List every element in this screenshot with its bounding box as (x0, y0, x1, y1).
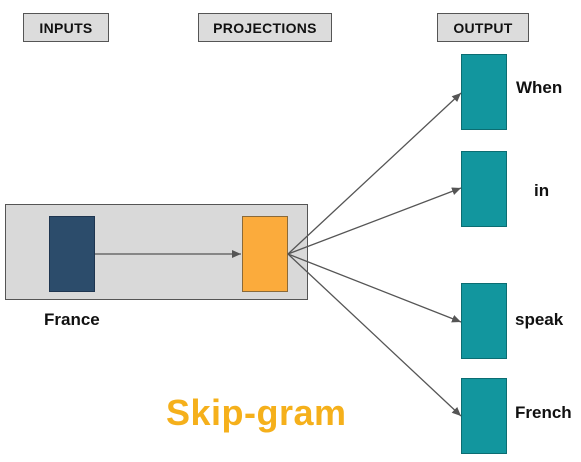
arrow-to-when (287, 92, 462, 255)
output-label-french: French (515, 403, 572, 422)
output-vector-speak (461, 283, 507, 359)
output-vector-when (461, 54, 507, 130)
output-vector-in (461, 151, 507, 227)
diagram-title: Skip-gram (166, 392, 347, 433)
output-header: OUTPUT (437, 13, 529, 42)
input-vector (49, 216, 95, 292)
arrow-to-speak (287, 253, 462, 323)
projections-header: PROJECTIONS (198, 13, 332, 42)
arrow-to-in (287, 187, 462, 255)
projection-vector (242, 216, 288, 292)
inputs-header: INPUTS (23, 13, 109, 42)
output-label-speak: speak (515, 310, 564, 329)
output-vector-french (461, 378, 507, 454)
output-label-in: in (534, 181, 550, 200)
input-word-label: France (44, 310, 100, 329)
output-label-when: When (516, 78, 563, 97)
